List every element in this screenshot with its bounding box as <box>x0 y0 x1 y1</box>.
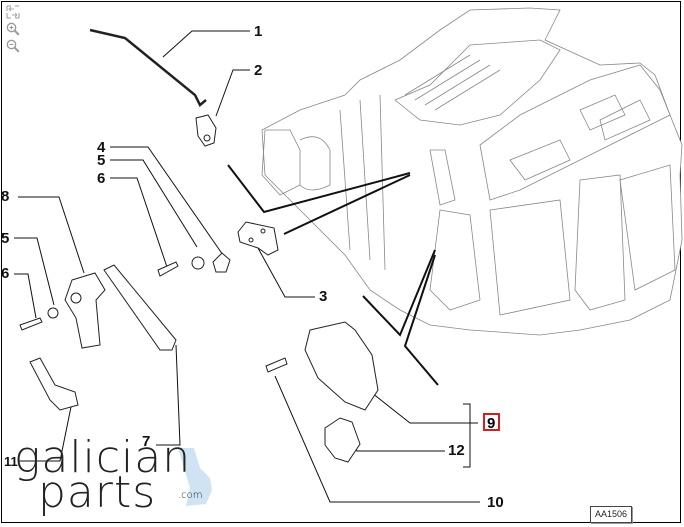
part-4-clip <box>212 252 231 273</box>
heater-unit <box>261 7 683 336</box>
part-10-screw <box>265 357 288 373</box>
leader-11 <box>18 401 73 462</box>
watermark-suffix: .com <box>178 490 203 501</box>
part-5-washer <box>191 256 205 270</box>
viewer-toolbar <box>6 5 22 56</box>
locator-lines <box>227 164 439 386</box>
part-7-link <box>103 264 177 351</box>
callout-1[interactable]: 1 <box>254 23 263 40</box>
callout-5[interactable]: 5 <box>97 152 106 169</box>
leader-12 <box>351 439 445 452</box>
leader-4 <box>110 146 224 256</box>
watermark-car-shape <box>178 448 212 506</box>
leader-8 <box>18 196 85 274</box>
callout-3[interactable]: 3 <box>319 288 328 305</box>
callout-2[interactable]: 2 <box>254 62 263 79</box>
part-2-lever <box>195 114 217 147</box>
part-9-actuator <box>304 321 379 411</box>
zoom-out-icon[interactable] <box>6 39 20 53</box>
leader-2 <box>215 69 250 117</box>
fit-view-icon[interactable] <box>6 5 20 19</box>
callout-8[interactable]: 8 <box>1 188 10 205</box>
part-11-lever <box>29 357 79 411</box>
callout-4[interactable]: 4 <box>97 139 106 156</box>
leader-3 <box>257 247 315 298</box>
callout-6-left[interactable]: 6 <box>1 265 10 282</box>
callout-5-left[interactable]: 5 <box>1 230 10 247</box>
watermark-line1: galician <box>14 432 192 483</box>
part-12-adapter <box>324 417 361 463</box>
callout-12[interactable]: 12 <box>448 442 465 459</box>
callout-9-label: 9 <box>487 415 496 432</box>
leader-7 <box>156 344 181 446</box>
leader-lines <box>14 30 480 503</box>
bracket-9-12 <box>463 403 471 468</box>
leader-1 <box>162 30 250 58</box>
callout-7[interactable]: 7 <box>142 433 151 450</box>
leader-5b <box>14 237 55 306</box>
drawing-code: AA1506 <box>590 506 632 523</box>
leader-6b <box>14 273 37 319</box>
zoom-in-icon[interactable] <box>6 22 20 36</box>
callout-9-highlighted[interactable]: 9 <box>483 413 500 432</box>
callout-6[interactable]: 6 <box>97 170 106 187</box>
part-6-screw <box>157 261 179 277</box>
part-3-bracket <box>237 221 279 256</box>
part-1-rod <box>89 28 207 107</box>
leader-10 <box>274 375 480 503</box>
leader-5a <box>110 159 198 248</box>
watermark-line2: parts <box>38 467 157 518</box>
part-5b-washer <box>47 307 59 319</box>
leader-9 <box>371 392 478 424</box>
callout-10[interactable]: 10 <box>487 494 504 511</box>
part-8-lever <box>64 272 106 349</box>
parts <box>19 28 379 463</box>
part-6b-screw <box>19 317 43 331</box>
callout-11[interactable]: 11 <box>4 454 18 469</box>
leader-6a <box>110 177 168 268</box>
